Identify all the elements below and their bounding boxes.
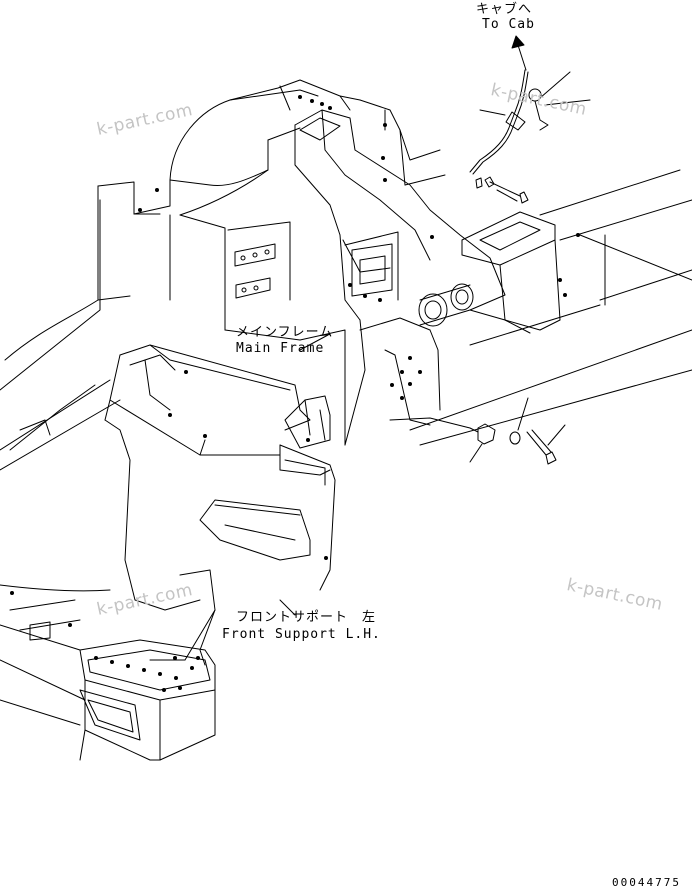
to-cab-label-en: To Cab [482, 17, 535, 32]
to-cab-arrow [511, 35, 527, 71]
main-frame-outline [284, 109, 561, 449]
front-support-label-en: Front Support L.H. [222, 627, 381, 642]
main-frame-label-en: Main Frame [236, 341, 325, 356]
front-support-label-jp: フロントサポート 左 [236, 610, 377, 625]
label-leaders [279, 334, 329, 616]
to-cab-label-jp: キャブへ [476, 2, 533, 17]
machine-body-outline [0, 79, 692, 631]
slotted-plates [234, 243, 276, 299]
bolt-holes [10, 95, 580, 692]
front-support-lh-outline [0, 344, 336, 761]
ground-wire-harness [389, 69, 591, 465]
main-frame-label-jp: メインフレーム [236, 325, 334, 340]
figure-number: 00044775 [612, 876, 681, 889]
